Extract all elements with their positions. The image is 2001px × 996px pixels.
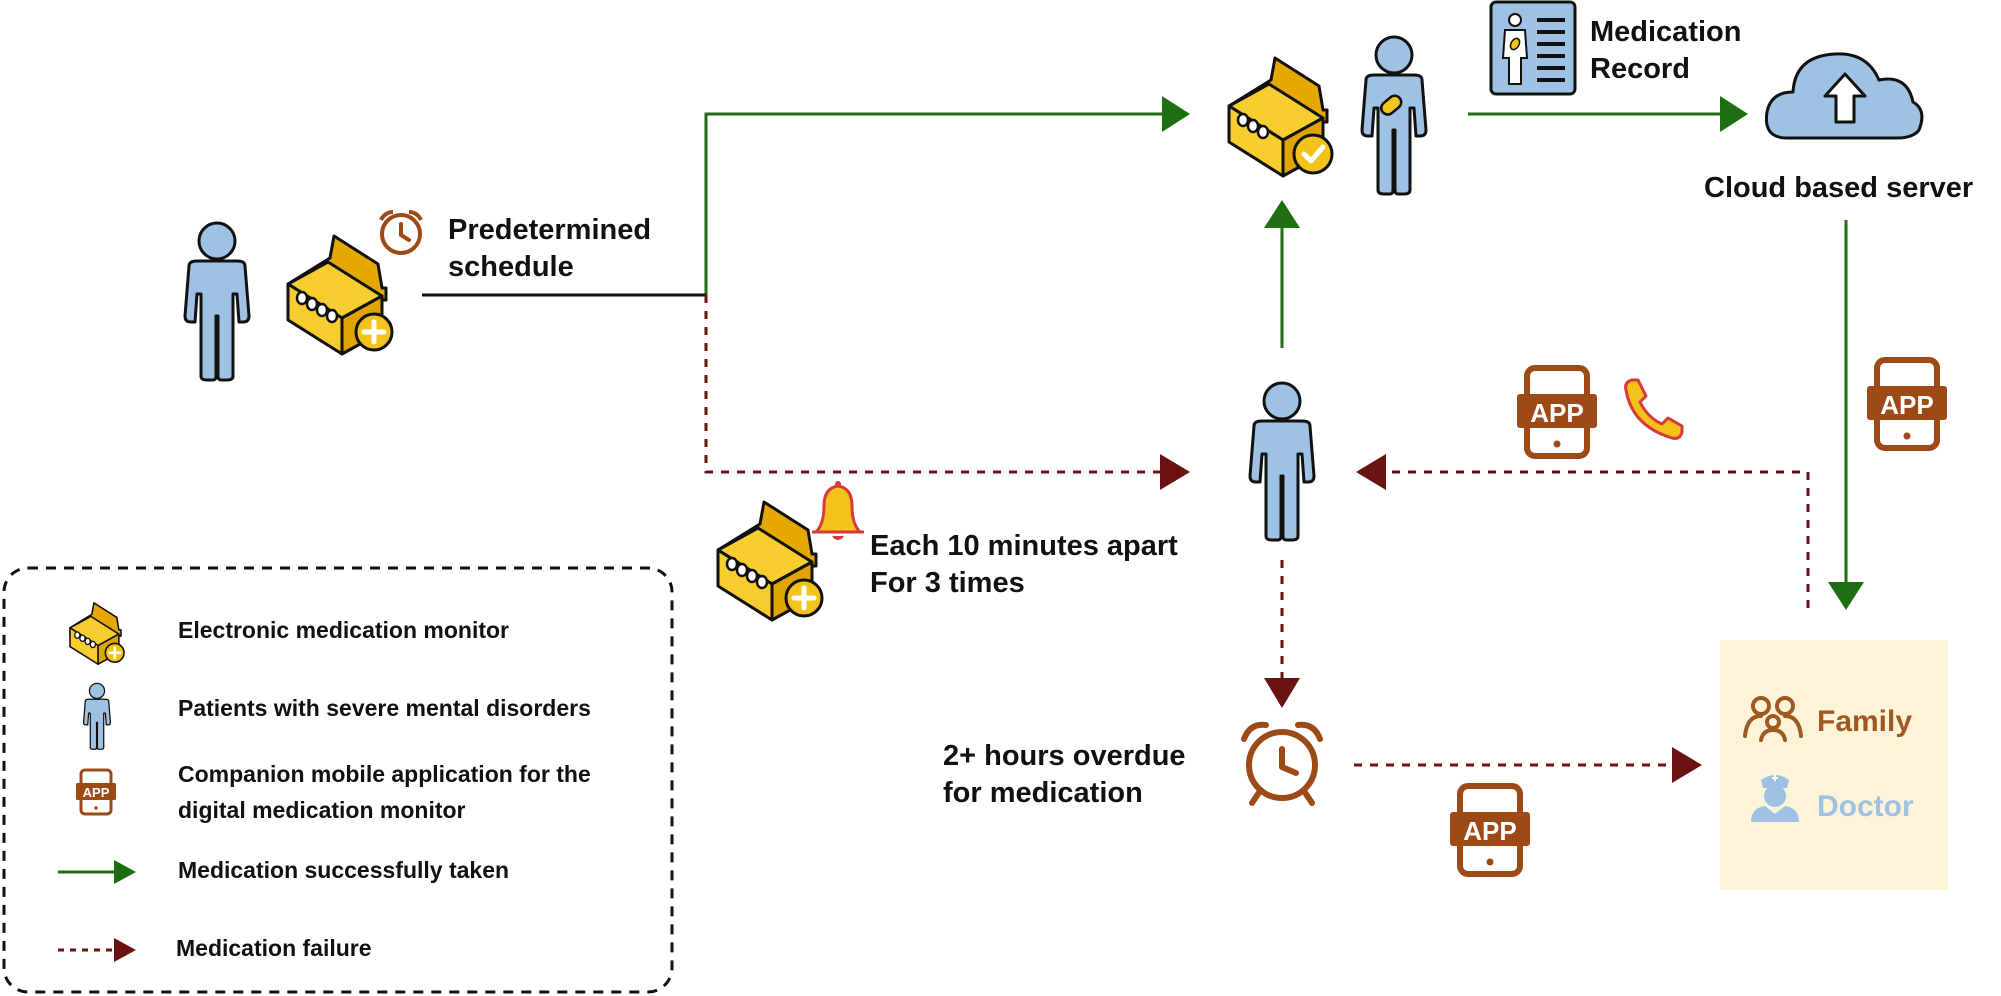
medication-monitor-icon-taken xyxy=(1227,56,1334,178)
predetermined-schedule-label: Predetermined schedule xyxy=(448,212,651,286)
app-label: APP xyxy=(83,785,110,800)
failure-arrow-schedule-to-patient xyxy=(704,295,1162,474)
family-label: Family xyxy=(1817,705,1913,738)
overdue-label: 2+ hours overdue for medication xyxy=(943,738,1186,812)
legend-item-success: Medication successfully taken xyxy=(178,857,510,883)
failure-flow xyxy=(704,295,1810,783)
reminder-label: Each 10 minutes apart For 3 times xyxy=(870,528,1178,602)
app-phone-icon-overdue: APP xyxy=(1450,786,1530,874)
legend-item-app: Companion mobile application for the dig… xyxy=(178,756,591,828)
app-phone-icon-server: APP xyxy=(1867,360,1947,448)
medication-monitor-icon-start xyxy=(288,236,392,354)
medication-record-line1: Medication xyxy=(1590,16,1742,48)
overdue-line2: for medication xyxy=(943,777,1143,809)
doctor-label: Doctor xyxy=(1817,790,1914,823)
legend-item-monitor: Electronic medication monitor xyxy=(178,617,509,643)
doctor-icon xyxy=(1751,775,1799,822)
legend-item-failure: Medication failure xyxy=(176,935,372,961)
app-label: APP xyxy=(1530,398,1583,428)
reminder-line2: For 3 times xyxy=(870,567,1025,599)
predetermined-line2: schedule xyxy=(448,251,574,283)
legend-item-patient: Patients with severe mental disorders xyxy=(178,695,591,721)
medication-monitor-icon-reminder xyxy=(718,502,822,620)
cloud-server-label: Cloud based server xyxy=(1704,172,1974,204)
legend-monitor-icon xyxy=(68,601,126,666)
alarm-clock-icon-overdue xyxy=(1241,721,1323,806)
legend-patient-icon xyxy=(82,682,112,750)
patient-icon-start xyxy=(183,221,251,382)
legend-item-app-line2: digital medication monitor xyxy=(178,797,466,823)
cloud-upload-icon xyxy=(1764,52,1924,140)
failure-arrow-care-to-patient xyxy=(1384,470,1810,608)
legend-item-app-line1: Companion mobile application for the xyxy=(178,761,591,787)
legend-failure-arrow xyxy=(58,938,136,962)
legend-success-arrow xyxy=(58,860,136,884)
medication-record-label: Medication Record xyxy=(1590,14,1741,88)
medication-record-line2: Record xyxy=(1590,53,1690,85)
family-icon xyxy=(1743,696,1803,742)
app-label: APP xyxy=(1880,390,1933,420)
medication-record-icon xyxy=(1489,0,1577,96)
patient-icon-taken xyxy=(1360,35,1428,196)
phone-call-icon xyxy=(1624,378,1684,440)
reminder-line1: Each 10 minutes apart xyxy=(870,530,1178,562)
care-team-box xyxy=(1720,640,1948,890)
patient-icon-reminded xyxy=(1248,381,1316,542)
overdue-line1: 2+ hours overdue xyxy=(943,740,1186,772)
success-arrow-schedule-to-monitor xyxy=(704,112,1162,295)
app-phone-icon-reminder: APP xyxy=(1517,368,1597,456)
success-flow xyxy=(704,96,1864,610)
predetermined-line1: Predetermined xyxy=(448,214,652,246)
alarm-clock-icon-small xyxy=(379,210,423,255)
legend-box xyxy=(2,566,674,994)
bell-icon xyxy=(812,481,864,540)
app-label: APP xyxy=(1463,816,1516,846)
legend-app-icon: APP xyxy=(74,768,118,816)
